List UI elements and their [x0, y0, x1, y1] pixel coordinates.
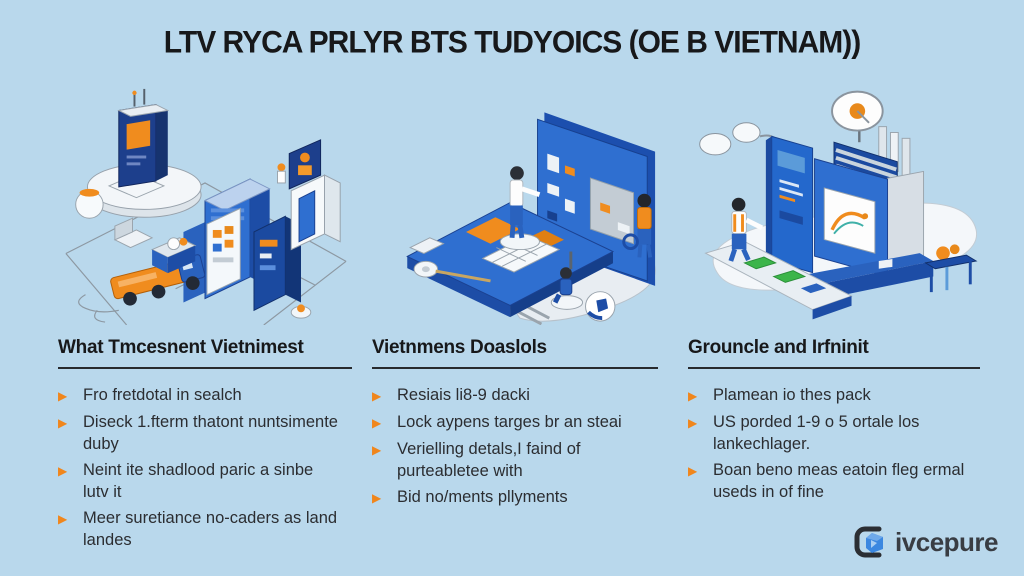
triangle-right-icon: ▶: [372, 416, 382, 430]
bullet-item: ▶ Diseck 1.fterm thatont nuntsimente duby: [58, 411, 352, 455]
person-walking: [728, 197, 764, 262]
bullet-text: Boan beno meas eatoin fleg ermal useds i…: [713, 461, 965, 501]
bullet-item: ▶ Bid no/ments pllyments: [372, 486, 658, 509]
person-standing: [499, 166, 541, 251]
bullet-text: Plamean io thes pack: [713, 386, 871, 404]
triangle-right-icon: ▶: [58, 464, 68, 478]
isometric-machine-dashboard-illustration: [699, 90, 978, 320]
section-heading: Vietnmens Doaslols: [372, 337, 658, 369]
bullet-item: ▶ Fro fretdotal in sealch: [58, 384, 352, 407]
bullet-item: ▶ Plamean io thes pack: [688, 384, 980, 407]
triangle-right-icon: ▶: [58, 512, 68, 526]
section-heading: Grouncle and Irfninit: [688, 337, 980, 369]
kiosk-with-screen: [277, 139, 341, 251]
section-heading: What Tmcesnent Vietnimest: [58, 337, 352, 369]
bullet-text: Meer suretiance no-caders as land landes: [83, 509, 338, 549]
main-machine: [799, 141, 934, 301]
triangle-right-icon: ▶: [58, 416, 68, 430]
bullet-text: Fro fretdotal in sealch: [83, 386, 242, 404]
bullet-text: Resiais li8-9 dacki: [397, 386, 530, 404]
person-kneeling: [550, 251, 584, 310]
bullet-item: ▶ Lock aypens targes br an steai: [372, 411, 658, 434]
sphere: [585, 291, 616, 322]
speech-bubbles: [699, 122, 781, 156]
triangle-right-icon: ▶: [372, 389, 382, 403]
bullet-text: Verielling detals,I faind of purteablete…: [397, 440, 581, 480]
column-doaslols: Vietnmens Doaslols ▶ Resiais li8-9 dacki …: [372, 85, 658, 513]
triangle-right-icon: ▶: [688, 416, 698, 430]
person-right: [622, 193, 653, 258]
bullet-item: ▶ Neint ite shadlood paric a sinbe lutv i…: [58, 459, 352, 503]
bullet-text: Lock aypens targes br an steai: [397, 413, 622, 431]
column-grouncle: Grouncle and Irfninit ▶ Plamean io thes p…: [688, 85, 980, 507]
column-what: What Tmcesnent Vietnimest ▶ Fro fretdotal…: [58, 85, 352, 555]
bullet-item: ▶ US porded 1-9 o 5 ortale los lankechlag…: [688, 411, 980, 455]
bullet-text: Diseck 1.fterm thatont nuntsimente duby: [83, 413, 338, 453]
bullet-list: ▶ Fro fretdotal in sealch ▶ Diseck 1.fterm…: [58, 384, 352, 551]
small-props: [75, 188, 312, 319]
bullet-item: ▶ Resiais li8-9 dacki: [372, 384, 658, 407]
logo-cube-icon: [854, 526, 884, 558]
side-table: [924, 244, 978, 293]
bullet-item: ▶ Meer suretiance no-caders as land lande…: [58, 507, 352, 551]
triangle-right-icon: ▶: [688, 464, 698, 478]
lying-board: [406, 202, 615, 318]
satellite-dish-icon: [831, 90, 884, 143]
bullet-item: ▶ Boan beno meas eatoin fleg ermal useds …: [688, 459, 980, 503]
brand-logo: ivcepure: [853, 524, 998, 560]
triangle-right-icon: ▶: [688, 389, 698, 403]
blue-buildings: [183, 178, 301, 312]
isometric-circuit-board-illustration: [406, 112, 656, 325]
walkway: [704, 240, 853, 320]
logo-text: ivcepure: [895, 526, 998, 557]
bullet-item: ▶ Verielling detals,I faind of purteablet…: [372, 438, 658, 482]
bullet-list: ▶ Plamean io thes pack ▶ US porded 1-9 o 5…: [688, 384, 980, 503]
triangle-right-icon: ▶: [372, 491, 382, 505]
bullet-list: ▶ Resiais li8-9 dacki ▶ Lock aypens targes…: [372, 384, 658, 509]
triangle-right-icon: ▶: [372, 443, 382, 457]
bullet-text: US porded 1-9 o 5 ortale los lankechlage…: [713, 413, 920, 453]
isometric-city-logistics-illustration: [65, 88, 347, 325]
bullet-text: Neint ite shadlood paric a sinbe lutv it: [83, 461, 314, 501]
page-title: LTV RYCA PRLYR BTS TUDYOICS (OE B VIETNA…: [163, 25, 861, 60]
left-panel: [765, 135, 814, 274]
triangle-right-icon: ▶: [58, 389, 68, 403]
tower-on-platform: [86, 88, 202, 218]
bullet-text: Bid no/ments pllyments: [397, 488, 568, 506]
